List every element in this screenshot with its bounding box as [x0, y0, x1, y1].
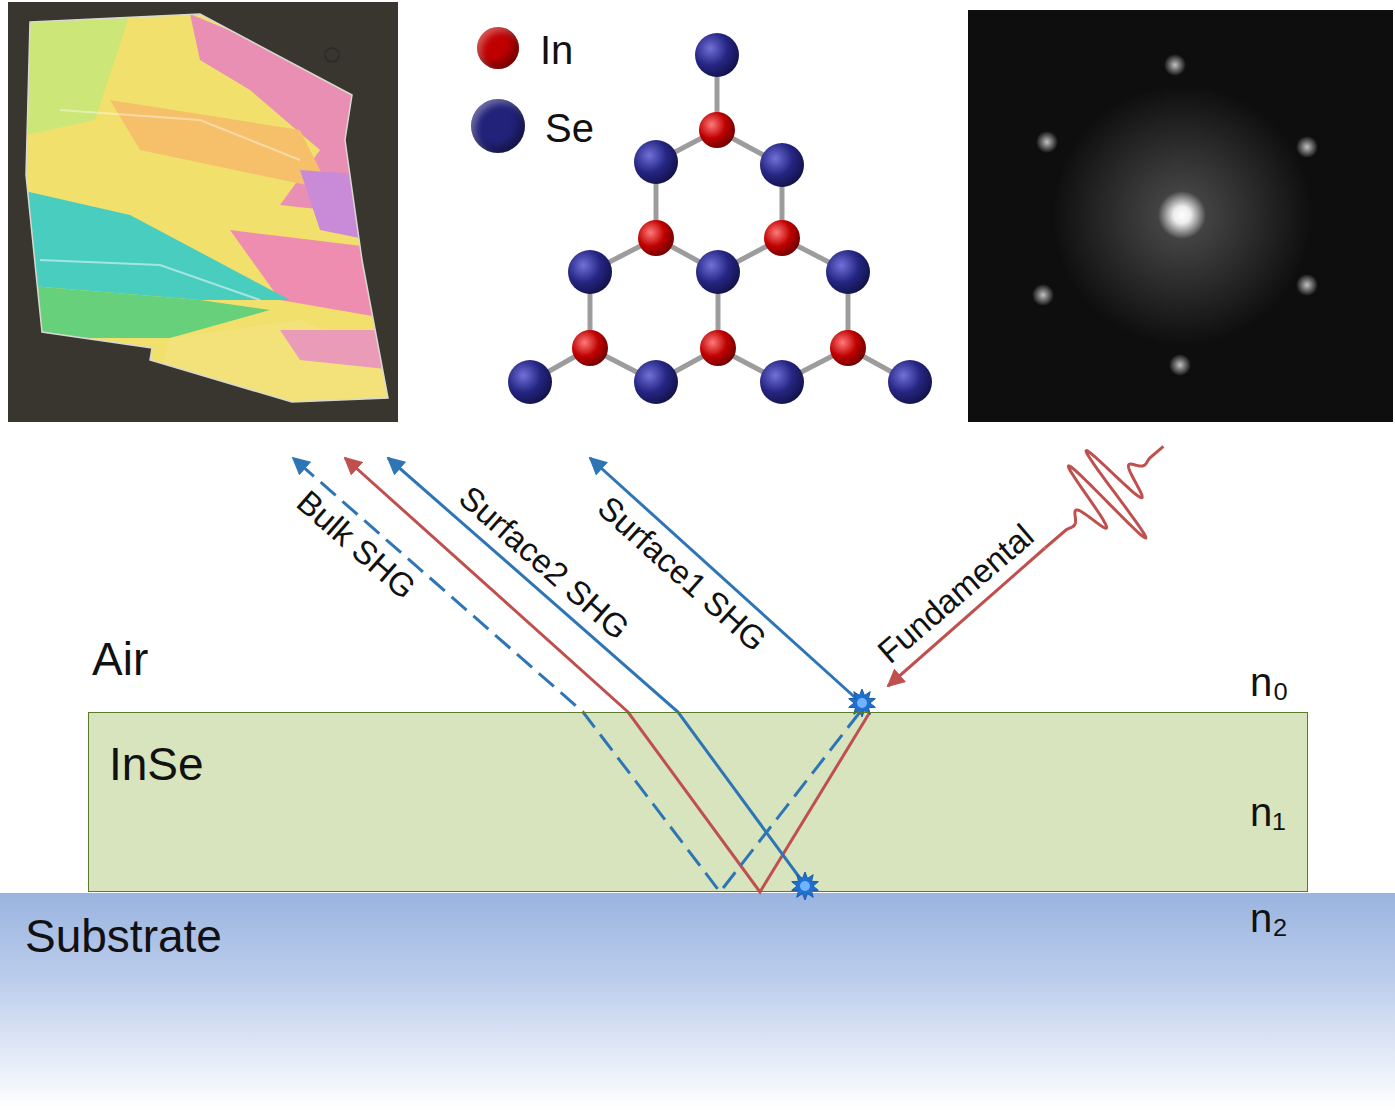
pulse-wave: [1045, 446, 1163, 548]
in-atoms: [638, 220, 674, 256]
diffraction-pattern: [968, 10, 1393, 422]
flake: [26, 14, 130, 135]
se-atoms: [696, 250, 740, 294]
se-atoms: [568, 250, 612, 294]
layer-name: InSe: [109, 739, 204, 790]
beam-label: Fundamental: [871, 518, 1041, 671]
flake-edge: [26, 14, 388, 402]
se-atoms: [508, 33, 932, 404]
se-atoms: [634, 140, 678, 184]
in-atoms: [572, 330, 608, 366]
flake: [110, 100, 330, 190]
diffraction-pattern: [1032, 284, 1054, 306]
se-atoms: [695, 33, 739, 77]
surface1-shg-beam: [590, 458, 860, 702]
in-atoms: [572, 112, 866, 366]
refractive-index: n₀: [1250, 660, 1289, 704]
se-atoms: [888, 360, 932, 404]
legend-text: In: [540, 28, 573, 72]
diffraction-pattern: [1296, 274, 1318, 296]
in-atoms: [699, 112, 735, 148]
substrate-band: Substrate: [0, 893, 1395, 1110]
star-outer: [792, 872, 819, 900]
crystal-structure: [530, 55, 910, 382]
diffraction-pattern: [1158, 191, 1206, 239]
refractive-index: n₂: [1250, 896, 1288, 940]
diffraction-pattern: [1164, 54, 1186, 76]
shg-source-marks: [792, 689, 876, 900]
legend-text: Se: [545, 106, 594, 150]
flake-photo: [0, 0, 400, 422]
beam-label: Bulk SHG: [290, 484, 423, 607]
diffraction-pattern: [968, 10, 1393, 422]
in-atoms: [700, 330, 736, 366]
shg-source-star: [792, 872, 819, 900]
flake: [280, 330, 395, 370]
surface2-shg-beam: [388, 458, 805, 885]
atom-swatch: [477, 27, 519, 69]
diffraction-pattern: [1296, 136, 1318, 158]
in-atoms: [830, 330, 866, 366]
se-atoms: [760, 360, 804, 404]
se-atoms: [508, 360, 552, 404]
se-atoms: [826, 250, 870, 294]
in-atoms: [764, 220, 800, 256]
star-core: [857, 698, 867, 708]
refractive-index: n₁: [1250, 790, 1286, 834]
se-atoms: [760, 143, 804, 187]
flake: [300, 170, 370, 240]
atom-swatch: [471, 99, 525, 153]
flake: [60, 110, 300, 160]
flake: [0, 0, 400, 420]
layer-name: Substrate: [25, 911, 222, 962]
star-core: [800, 881, 810, 891]
layer-band: InSe: [88, 712, 1308, 892]
diffraction-pattern: [1036, 131, 1058, 153]
laser-pulse: [1045, 446, 1163, 548]
fundamental-reflected-beam: [345, 458, 870, 892]
diffraction-pattern: [1169, 354, 1191, 376]
diffraction-pattern: [1052, 85, 1312, 345]
dust-spot: [325, 48, 339, 62]
substrate-fill: [0, 893, 1395, 1110]
beam-paths: [293, 458, 1045, 892]
bulk-shg-beam: [293, 458, 860, 892]
se-atoms: [634, 360, 678, 404]
region-label: Air: [92, 634, 148, 685]
flake: [0, 0, 400, 420]
flake: [20, 190, 290, 300]
flake: [40, 260, 260, 300]
